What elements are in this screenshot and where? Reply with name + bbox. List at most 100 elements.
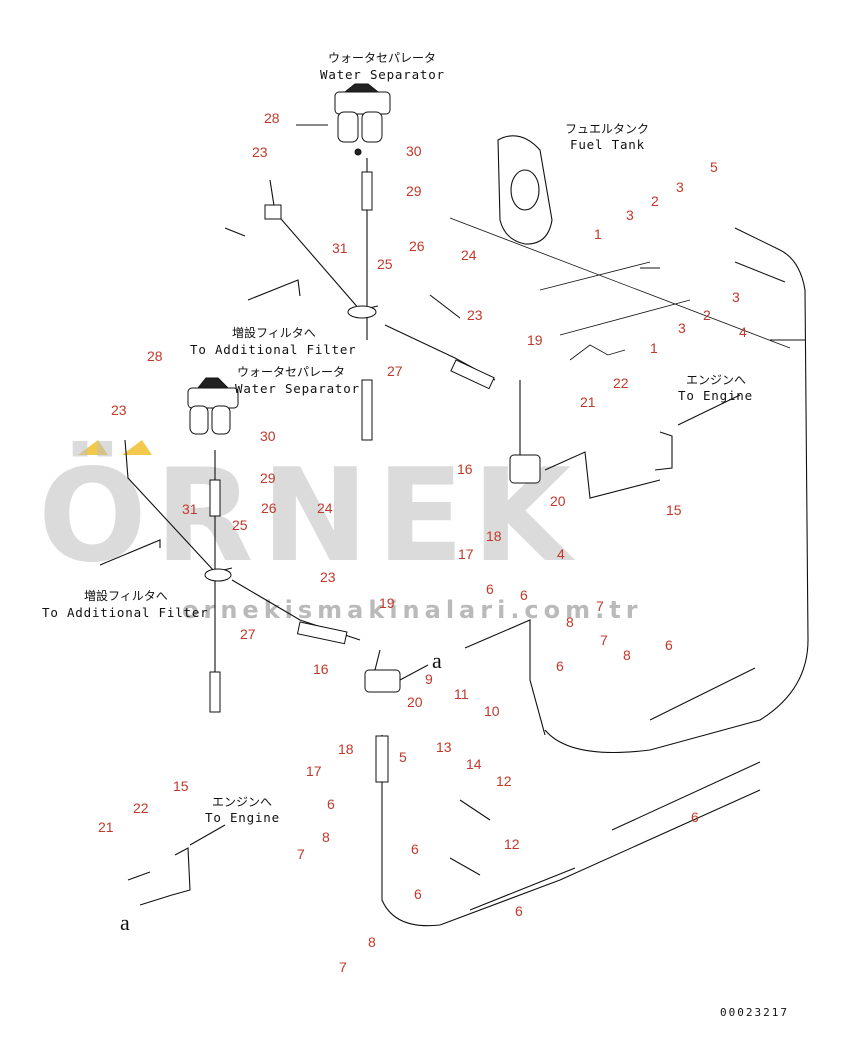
part-callout-21: 21 — [580, 394, 596, 410]
water-separator-mid-icon — [187, 377, 239, 435]
fuel-tank-outline — [497, 135, 553, 245]
bolt-12-lower — [449, 857, 481, 876]
part-callout-23: 23 — [252, 144, 268, 160]
part-callout-29: 29 — [260, 470, 276, 486]
bracket-line-mid — [464, 619, 546, 736]
water-separator-top-en: Water Separator — [320, 67, 445, 82]
part-callout-23: 23 — [467, 307, 483, 323]
to-engine-1-jp: エンジンへ — [686, 373, 746, 387]
lower-bracket-line-2 — [469, 867, 576, 911]
part-callout-1: 1 — [594, 226, 602, 242]
part-callout-7: 7 — [596, 598, 604, 614]
pipe-lower-top — [361, 379, 373, 441]
part-callout-6: 6 — [414, 886, 422, 902]
part-callout-4: 4 — [739, 324, 747, 340]
bolt-left-top — [224, 227, 246, 237]
part-callout-29: 29 — [406, 183, 422, 199]
part-callout-26: 26 — [409, 238, 425, 254]
part-callout-9: 9 — [425, 671, 433, 687]
part-callout-1: 1 — [650, 340, 658, 356]
part-callout-7: 7 — [297, 846, 305, 862]
clamp-31-top — [347, 305, 377, 319]
tank-pipe-a — [539, 261, 651, 291]
water-separator-top-icon — [334, 83, 391, 156]
part-callout-30: 30 — [260, 428, 276, 444]
additional-filter-2-en: To Additional Filter — [42, 605, 209, 620]
upper-bracket-line — [649, 667, 756, 721]
part-callout-10: 10 — [484, 703, 500, 719]
pipe-19-mid — [374, 649, 381, 671]
part-callout-13: 13 — [436, 739, 452, 755]
part-callout-30: 30 — [406, 143, 422, 159]
part-callout-19: 19 — [527, 332, 543, 348]
part-callout-25: 25 — [377, 256, 393, 272]
additional-filter-2-jp: 増設フィルタへ — [84, 588, 168, 603]
arrow-to-engine-lower — [189, 824, 226, 846]
part-callout-6: 6 — [556, 658, 564, 674]
part-callout-22: 22 — [133, 800, 149, 816]
part-callout-28: 28 — [147, 348, 163, 364]
arrow-additional-filter-top — [247, 279, 301, 301]
detail-mark-a-lower: a — [120, 910, 130, 935]
part-callout-15: 15 — [666, 502, 682, 518]
part-callout-23: 23 — [320, 569, 336, 585]
filter-16-top — [509, 454, 541, 484]
water-separator-mid-jp: ウォータセパレータ — [237, 365, 345, 379]
hose-29-top — [361, 171, 373, 211]
to-engine-2-jp: エンジンへ — [212, 795, 272, 809]
part-callout-18: 18 — [338, 741, 354, 757]
line-to-engine-top — [544, 451, 661, 499]
drawing-number: 00023217 — [720, 1006, 789, 1019]
watermark-brand: ÖRNEK — [38, 441, 579, 591]
part-callout-22: 22 — [613, 375, 629, 391]
part-callout-11: 11 — [454, 686, 469, 702]
part-callout-12: 12 — [504, 836, 520, 852]
arrow-a-mid — [399, 664, 429, 681]
part-callout-18: 18 — [486, 528, 502, 544]
part-callout-8: 8 — [566, 614, 574, 630]
part-callout-2: 2 — [703, 307, 711, 323]
part-callout-16: 16 — [457, 461, 473, 477]
arrow-additional-filter-mid — [99, 539, 161, 566]
tank-pipe-b — [559, 299, 691, 336]
detail-mark-a-mid: a — [432, 648, 442, 673]
part-callout-24: 24 — [461, 247, 477, 263]
pipe-5-vertical — [381, 735, 441, 927]
part-callout-16: 16 — [313, 661, 329, 677]
tank-bracket — [569, 344, 626, 361]
part-callout-6: 6 — [665, 637, 673, 653]
watermark-url: ornekismakinalari.com.tr — [182, 596, 643, 624]
part-callout-4: 4 — [557, 546, 565, 562]
hose-sleeve-mid-right — [296, 621, 348, 645]
water-separator-top-jp: ウォータセパレータ — [328, 51, 436, 65]
fuel-tank-jp: フュエルタンク — [565, 122, 649, 136]
part-callout-20: 20 — [407, 694, 423, 710]
part-callout-20: 20 — [550, 493, 566, 509]
part-callout-19: 19 — [379, 595, 395, 611]
part-callout-17: 17 — [306, 763, 322, 779]
additional-filter-1-en: To Additional Filter — [190, 342, 357, 357]
part-callout-3: 3 — [626, 207, 634, 223]
part-callout-26: 26 — [261, 500, 277, 516]
fuel-tank-en: Fuel Tank — [570, 137, 645, 152]
hose-4-main — [544, 227, 809, 754]
part-callout-6: 6 — [515, 903, 523, 919]
part-callout-6: 6 — [691, 809, 699, 825]
hose-29-mid — [209, 479, 221, 517]
part-callout-6: 6 — [411, 841, 419, 857]
part-callout-6: 6 — [327, 796, 335, 812]
to-engine-1-en: To Engine — [678, 388, 753, 403]
tank-edge-line — [449, 217, 791, 349]
filter-16-mid — [364, 669, 401, 693]
part-callout-8: 8 — [368, 934, 376, 950]
part-callout-5: 5 — [399, 749, 407, 765]
part-callout-28: 28 — [264, 110, 280, 126]
part-callout-24: 24 — [317, 500, 333, 516]
part-callout-23: 23 — [111, 402, 127, 418]
part-callout-6: 6 — [486, 581, 494, 597]
watermark-accent-right — [122, 440, 152, 455]
bracket-15-lower — [171, 847, 191, 896]
part-callout-3: 3 — [732, 289, 740, 305]
part-callout-15: 15 — [173, 778, 189, 794]
